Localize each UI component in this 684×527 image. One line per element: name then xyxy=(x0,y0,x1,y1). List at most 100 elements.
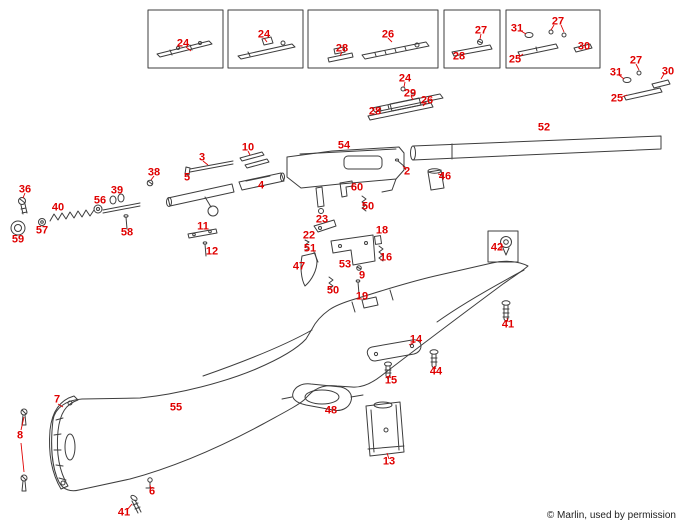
part-label-18-40: 18 xyxy=(375,224,389,237)
art-bushing-46 xyxy=(427,168,445,191)
copyright-note: © Marlin, used by permission xyxy=(546,510,676,521)
art-scope-base-24a xyxy=(156,40,213,58)
part-label-59-33: 59 xyxy=(11,233,25,246)
part-label-10-22: 10 xyxy=(241,141,255,154)
art-bolt-head-4 xyxy=(238,172,285,191)
part-label-27-4: 27 xyxy=(474,24,488,37)
part-label-26-3: 26 xyxy=(381,28,395,41)
art-trigger-47 xyxy=(300,252,318,287)
part-label-53-43: 53 xyxy=(338,258,352,271)
art-cartridge-guide-11 xyxy=(187,228,218,239)
part-label-27-7: 27 xyxy=(551,15,565,28)
part-label-50-46: 50 xyxy=(326,284,340,297)
part-label-52-18: 52 xyxy=(537,121,551,134)
art-spring-50a xyxy=(361,195,367,212)
part-label-31-10: 31 xyxy=(609,66,623,79)
art-stock-55 xyxy=(51,260,529,492)
part-label-19-47: 19 xyxy=(355,290,369,303)
part-label-9-45: 9 xyxy=(358,269,366,282)
art-firing-pin-3 xyxy=(184,160,234,176)
art-collar-39 xyxy=(109,193,125,205)
part-label-22-39: 22 xyxy=(302,229,316,242)
part-label-6-58: 6 xyxy=(148,485,156,498)
part-label-25-13: 25 xyxy=(610,92,624,105)
art-screw-41b xyxy=(130,494,142,514)
art-stud-18 xyxy=(373,235,383,245)
art-striker-rod xyxy=(102,202,141,214)
part-label-25-8: 25 xyxy=(508,53,522,66)
part-label-15-52: 15 xyxy=(384,374,398,387)
part-label-13-55: 13 xyxy=(382,455,396,468)
part-label-30-9: 30 xyxy=(577,40,591,53)
art-screws-8 xyxy=(20,408,28,492)
art-screw-41a xyxy=(501,300,511,323)
part-label-24-0: 24 xyxy=(176,37,190,50)
art-sight-ramp-26a xyxy=(361,41,430,60)
art-sight-leaf-25a xyxy=(517,43,559,57)
art-slide-30a xyxy=(573,43,593,53)
art-barrel-52 xyxy=(410,135,662,161)
art-sight-28b xyxy=(451,44,493,57)
part-label-44-51: 44 xyxy=(429,365,443,378)
part-label-47-44: 47 xyxy=(292,260,306,273)
art-extractor-10 xyxy=(239,151,270,169)
art-screw-15 xyxy=(384,361,392,380)
part-label-2-20: 2 xyxy=(403,165,411,178)
art-screw-36 xyxy=(18,197,28,215)
part-label-56-28: 56 xyxy=(93,194,107,207)
part-label-29-15: 29 xyxy=(403,87,417,100)
part-label-5-24: 5 xyxy=(183,171,191,184)
art-scope-base-24b xyxy=(237,36,296,60)
art-screw-27c xyxy=(636,70,642,76)
art-sight-leaf-25b xyxy=(623,87,663,101)
part-label-60-36: 60 xyxy=(350,181,364,194)
part-label-48-54: 48 xyxy=(324,404,338,417)
part-label-11-34: 11 xyxy=(197,220,209,233)
art-buttplate-7 xyxy=(49,395,79,490)
art-spring-40 xyxy=(49,209,95,222)
part-label-24-1: 24 xyxy=(257,28,271,41)
art-pin-2 xyxy=(394,158,406,168)
art-screw-38 xyxy=(146,179,154,187)
part-label-28-17: 28 xyxy=(368,105,382,118)
art-receiver-54 xyxy=(286,146,405,193)
art-magazine-13 xyxy=(365,401,405,457)
art-clip-60 xyxy=(339,180,354,198)
art-trigger-plate-53 xyxy=(330,234,376,266)
part-label-38-25: 38 xyxy=(147,166,161,179)
part-label-40-30: 40 xyxy=(51,201,65,214)
part-label-28-2: 28 xyxy=(335,42,349,55)
part-label-28-5: 28 xyxy=(452,50,466,63)
part-label-42-48: 42 xyxy=(490,241,504,254)
part-label-4-26: 4 xyxy=(257,179,265,192)
art-sear-23 xyxy=(313,219,337,233)
art-screw-27a xyxy=(477,39,483,45)
art-washer-57 xyxy=(38,218,46,226)
art-spring-16 xyxy=(378,245,384,262)
art-screw-44 xyxy=(429,349,439,370)
part-label-23-38: 23 xyxy=(315,213,329,226)
art-slide-30b xyxy=(651,79,671,89)
part-label-27-11: 27 xyxy=(629,54,643,67)
part-label-46-21: 46 xyxy=(438,170,452,183)
inset-box-frames xyxy=(147,9,601,263)
part-label-41-59: 41 xyxy=(117,506,131,519)
art-spring-50b xyxy=(328,276,334,290)
art-knob-59 xyxy=(10,220,26,236)
part-label-30-12: 30 xyxy=(661,65,675,78)
art-peep-31b xyxy=(622,77,632,83)
art-ring-56 xyxy=(93,204,103,214)
art-pin-12 xyxy=(202,241,208,257)
art-bolt-body-5 xyxy=(166,183,235,217)
part-label-16-42: 16 xyxy=(379,251,393,264)
part-label-26-16: 26 xyxy=(420,94,434,107)
art-grommet-42 xyxy=(500,236,512,256)
art-peep-31a xyxy=(524,32,534,38)
art-pin-58 xyxy=(123,214,129,230)
part-label-14-50: 14 xyxy=(409,333,423,346)
part-label-51-41: 51 xyxy=(303,242,317,255)
part-label-8-57: 8 xyxy=(16,429,24,442)
label-leader-lines xyxy=(20,24,665,511)
